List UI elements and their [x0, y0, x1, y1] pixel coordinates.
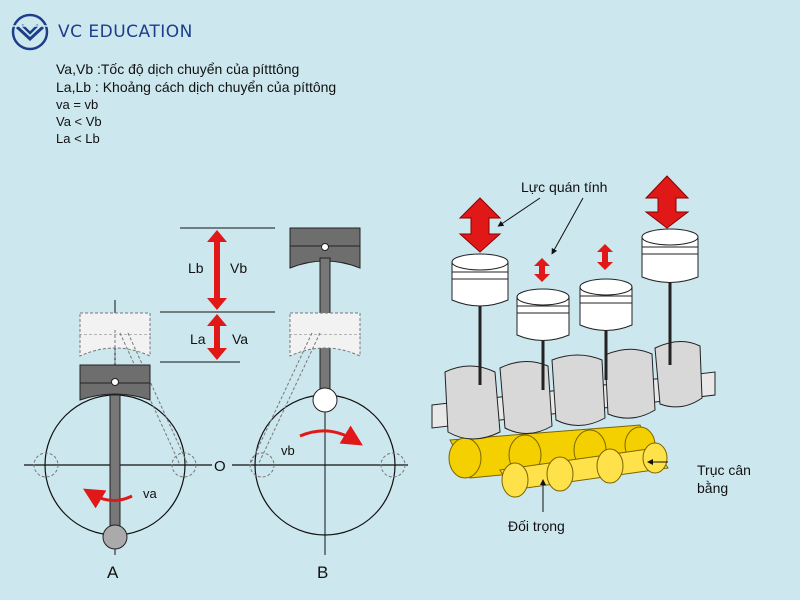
va-lower-label: va [143, 486, 158, 501]
inertia-force-label: Lực quán tính [521, 179, 607, 195]
label-b: B [317, 563, 328, 582]
brand-name: VC EDUCATION [58, 22, 193, 42]
balance-shaft-label-2: bằng [697, 480, 728, 496]
piston-b [249, 227, 406, 555]
crankshaft-assembly [431, 175, 716, 512]
brand-logo: VC EDUCATION [8, 12, 193, 52]
legend-line-speed-compare: Va < Vb [56, 114, 102, 129]
va-upper-label: Va [232, 331, 248, 347]
piston-a [33, 300, 197, 555]
legend-line-equal: va = vb [56, 97, 99, 112]
counterweight-label: Đối trọng [508, 518, 565, 534]
crank-piston-3 [579, 278, 633, 331]
inertia-arrows [458, 175, 690, 282]
la-label: La [190, 331, 206, 347]
crank-piston-2 [516, 288, 570, 341]
vc-logo-icon [11, 13, 49, 51]
distance-markers [160, 227, 275, 363]
label-a: A [107, 563, 119, 582]
crank-piston-4 [641, 228, 699, 283]
lb-label: Lb [188, 260, 204, 276]
legend-line-distance-compare: La < Lb [56, 131, 100, 146]
legend-notes: Va,Vb :Tốc độ dịch chuyển của pítttông L… [56, 60, 336, 147]
center-o-label: O [214, 458, 226, 475]
crank-piston-1 [451, 253, 509, 307]
balance-shaft-label-1: Trục cân [697, 462, 751, 478]
vb-lower-label: vb [281, 443, 295, 458]
legend-line-distance: La,Lb : Khoảng cách dịch chuyển của pítt… [56, 79, 337, 95]
vb-upper-label: Vb [230, 260, 247, 276]
legend-line-speed: Va,Vb :Tốc độ dịch chuyển của pítttông [56, 61, 300, 77]
